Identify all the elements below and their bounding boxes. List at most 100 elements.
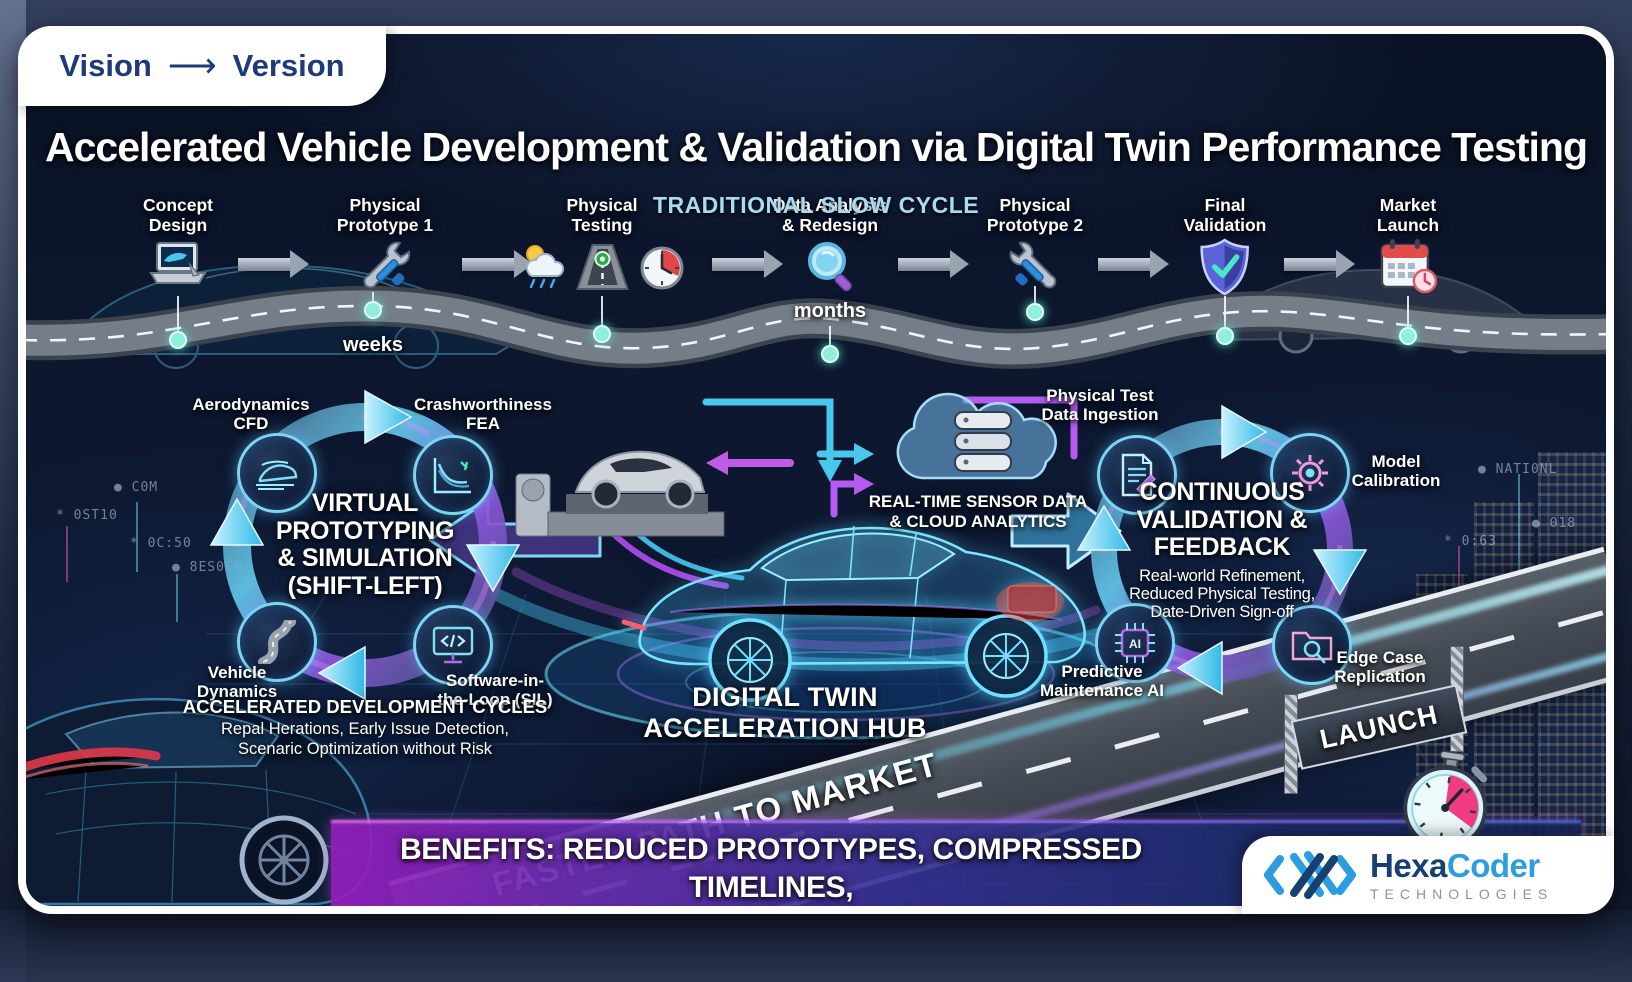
months-duration-label: months — [793, 300, 867, 322]
cycle-ring — [1076, 404, 1368, 696]
weather-icon — [525, 245, 565, 289]
accelerated-cycles-caption-body: Repal Herations, Early Issue Detection, … — [221, 720, 509, 759]
hud-line — [176, 574, 178, 622]
digital-twin-hologram-car — [621, 525, 1087, 702]
hexacoder-name: HexaCoder — [1370, 849, 1553, 882]
stage-arrow — [238, 250, 309, 278]
hud-label: * 0C:50 — [130, 536, 192, 551]
dyno-test-rig-car — [515, 450, 725, 537]
stage-stem — [372, 292, 374, 308]
test-data-ingestion-label: Physical Test Data Ingestion — [1041, 386, 1159, 425]
laptop-design-icon — [149, 242, 207, 285]
predictive-ai-label: Predictive Maintenance AI — [1039, 662, 1165, 701]
stage-arrow — [1098, 250, 1169, 278]
gear-icon — [1292, 455, 1328, 491]
winding-road-icon — [258, 620, 296, 664]
timeline-road — [26, 285, 1606, 369]
aero-cfd-icon — [256, 460, 298, 490]
timeline-stage-physical-testing: Physical Testing — [566, 195, 638, 298]
timeline-stage-physical-prototype-1: Physical Prototype 1 — [336, 195, 434, 298]
right-cycle-subtitle: Real-world Refinement, Reduced Physical … — [1129, 566, 1315, 622]
timeline-stage-market-launch: Market Launch — [1376, 195, 1440, 300]
vehicle-dynamics-node — [237, 602, 317, 682]
stage-dot — [1399, 327, 1417, 345]
benefits-line-1: BENEFITS: REDUCED PROTOTYPES, COMPRESSED… — [400, 833, 1142, 904]
calendar-clock-icon — [1380, 239, 1438, 294]
cloud-analytics-icon — [896, 392, 1057, 480]
vision-label: Vision — [59, 48, 152, 83]
white-frame: ● C0M * 0ST10 * 0C:50 ● 8ES0EN ● NATI0NL… — [18, 26, 1614, 914]
tools-icon — [363, 241, 411, 289]
stage-stem — [1407, 296, 1409, 332]
hexacoder-name-primary: Hexa — [1370, 847, 1447, 884]
hud-line — [1518, 474, 1520, 594]
stage-label: Physical Prototype 1 — [336, 195, 434, 235]
main-canvas: ● C0M * 0ST10 * 0C:50 ● 8ES0EN ● NATI0NL… — [26, 34, 1606, 906]
stage-label: Physical Prototype 2 — [986, 195, 1084, 235]
stage-arrow — [898, 250, 969, 278]
stage-stem — [601, 296, 603, 330]
page-title: Accelerated Vehicle Development & Valida… — [44, 124, 1588, 170]
virtual-prototyping-cycle: VIRTUAL PROTOTYPING & SIMULATION (SHIFT-… — [192, 375, 553, 715]
sil-code-icon — [432, 626, 474, 664]
hud-label: ● 018 — [1532, 516, 1577, 531]
cycle-ring — [209, 389, 521, 701]
hexacoder-tagline: TECHNOLOGIES — [1370, 886, 1554, 902]
digital-twin-hub-label: DIGITAL TWIN ACCELERATION HUB — [643, 682, 927, 744]
hexacoder-logo-icon — [1264, 851, 1356, 899]
tools-icon — [1009, 241, 1057, 289]
aero-cfd-node — [237, 433, 317, 513]
stage-label: Final Validation — [1183, 195, 1267, 235]
stopwatch-icon — [1403, 750, 1488, 850]
document-pen-icon — [1121, 453, 1156, 497]
crash-fea-icon — [433, 458, 471, 494]
stage-dot — [821, 345, 839, 363]
left-cycle-title: VIRTUAL PROTOTYPING & SIMULATION (SHIFT-… — [275, 489, 455, 600]
hud-label: ● NATI0NL — [1478, 462, 1558, 477]
model-calibration-node — [1270, 433, 1350, 513]
stage-dot — [364, 301, 382, 319]
test-data-ingestion-node — [1097, 435, 1177, 515]
hud-label: * 0:63 — [1444, 534, 1497, 549]
hud-line — [1458, 546, 1460, 616]
aero-cfd-label: Aerodynamics CFD — [192, 395, 310, 434]
hud-label: ● C0M — [114, 480, 159, 495]
model-calibration-label: Model Calibration — [1351, 452, 1441, 491]
stage-dot — [593, 325, 611, 343]
stage-dot — [1026, 303, 1044, 321]
stage-stem — [1224, 296, 1226, 332]
stage-label: Concept Design — [143, 195, 213, 235]
hexacoder-name-secondary: Coder — [1446, 847, 1540, 884]
stage-stem — [829, 326, 831, 350]
magnifier-icon — [807, 242, 852, 292]
cloud-analytics-label: REAL-TIME SENSOR DATA & CLOUD ANALYTICS — [868, 492, 1088, 532]
benefits-text: BENEFITS: REDUCED PROTOTYPES, COMPRESSED… — [356, 831, 1186, 906]
hud-line — [66, 526, 68, 582]
hexacoder-logo-card: HexaCoder TECHNOLOGIES — [1242, 836, 1614, 914]
shield-check-icon — [1200, 238, 1250, 296]
svg-text:AI: AI — [1129, 637, 1141, 651]
crash-fea-node — [413, 435, 493, 515]
timeline-stage-concept-design: Concept Design — [143, 195, 213, 296]
sil-label: Software-in- the-Loop (SIL) — [437, 671, 553, 710]
folder-search-icon — [1291, 631, 1333, 664]
stage-label: Data Analysis & Redesign — [772, 195, 888, 235]
edge-glow-bottom — [0, 910, 1632, 982]
stage-dot — [1216, 327, 1234, 345]
accelerated-cycles-caption-title: ACCELERATED DEVELOPMENT CYCLES — [182, 696, 548, 717]
stage-arrow — [712, 250, 783, 278]
version-label: Version — [232, 48, 345, 83]
wireframe-hero-car — [26, 697, 373, 906]
weeks-duration-label: weeks — [342, 334, 404, 356]
stage-label: Market Launch — [1376, 195, 1440, 235]
stage-label: Physical Testing — [566, 195, 638, 235]
right-cycle-title: CONTINUOUS VALIDATION & FEEDBACK — [1136, 477, 1308, 561]
crash-fea-label: Crashworthiness FEA — [414, 395, 552, 434]
timeline-stage-physical-prototype-2: Physical Prototype 2 — [986, 195, 1084, 298]
timeline-stage-data-analysis: Data Analysis & Redesign — [772, 195, 888, 300]
stage-stem — [1034, 286, 1036, 308]
hud-label: ● 8ES0EN — [172, 560, 243, 575]
stage-stem — [177, 296, 179, 338]
test-road-icon — [575, 244, 629, 291]
traditional-cycle-subtitle: TRADITIONAL SLOW CYCLE — [652, 192, 980, 218]
